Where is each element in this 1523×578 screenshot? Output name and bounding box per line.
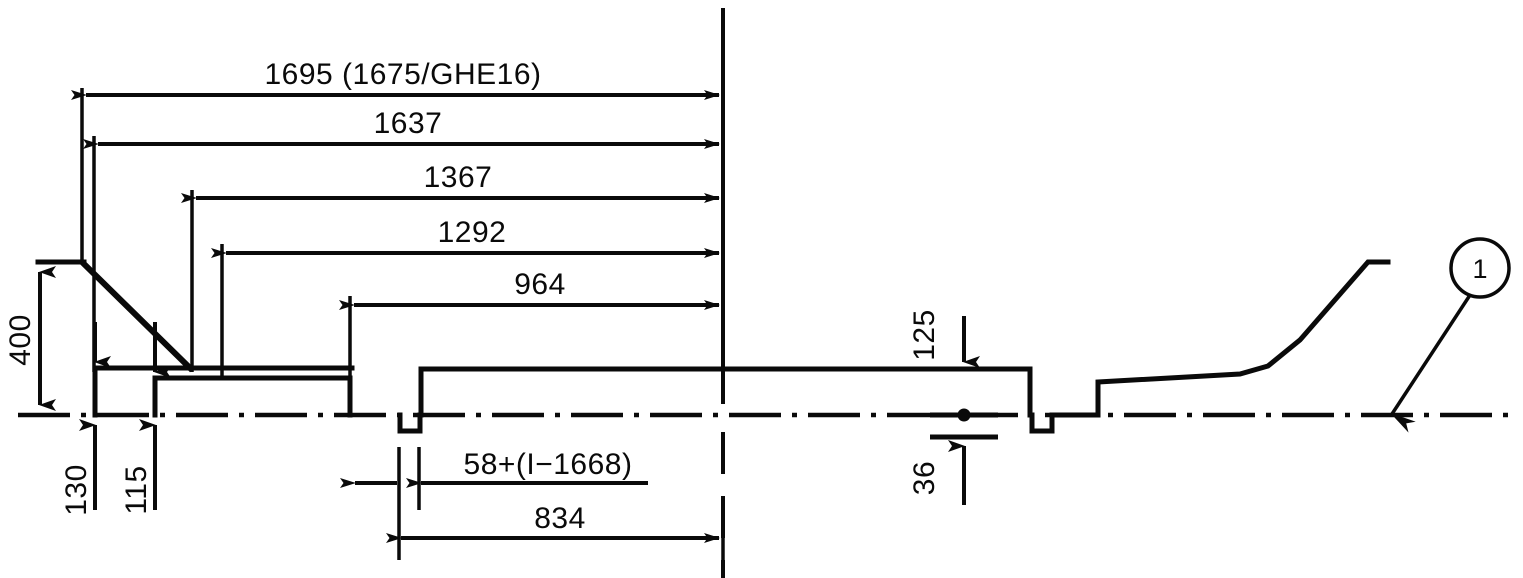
- dim-label-400: 400: [4, 314, 37, 366]
- dim-label-1695: 1695 (1675/GHE16): [264, 58, 541, 91]
- dim-label-1637: 1637: [374, 107, 443, 140]
- dim-label-125: 125: [908, 309, 941, 361]
- dim-label-1367: 1367: [424, 161, 493, 194]
- dim-label-130: 130: [60, 464, 93, 516]
- dim-label-964: 964: [514, 268, 566, 301]
- dim-label-36: 36: [908, 461, 941, 495]
- dimension-lines-bottom: [340, 478, 720, 543]
- callout-balloon-1[interactable]: 1: [1390, 237, 1511, 433]
- balloon-label: 1: [1472, 254, 1487, 284]
- extension-lines: [80, 88, 725, 566]
- part-outline: [35, 257, 1391, 434]
- dimension-lines-top: [71, 90, 720, 310]
- left-web-slope: [77, 257, 195, 373]
- main-bar: [418, 366, 1033, 418]
- notch-tab-right: [1029, 412, 1055, 434]
- dim-label-834: 834: [534, 502, 586, 535]
- balloon-circle: [1449, 237, 1511, 299]
- left-outer-foot: [92, 365, 208, 418]
- dimension-lines-vertical-left: [38, 266, 171, 510]
- centerline-axis: [18, 408, 1512, 422]
- left-inner-foot: [152, 375, 353, 418]
- dim-label-115: 115: [120, 465, 153, 514]
- dim-label-58: 58+(I−1668): [464, 448, 633, 481]
- notch-tab-left: [397, 412, 423, 434]
- dimension-lines-vertical-right: [930, 316, 998, 505]
- right-tail-profile: [1050, 259, 1391, 418]
- balloon-leader-line: [1390, 291, 1474, 433]
- dimension-text-group: 1695 (1675/GHE16) 1637 1367 1292 964 58+…: [4, 58, 941, 535]
- dim-label-1292: 1292: [438, 216, 507, 249]
